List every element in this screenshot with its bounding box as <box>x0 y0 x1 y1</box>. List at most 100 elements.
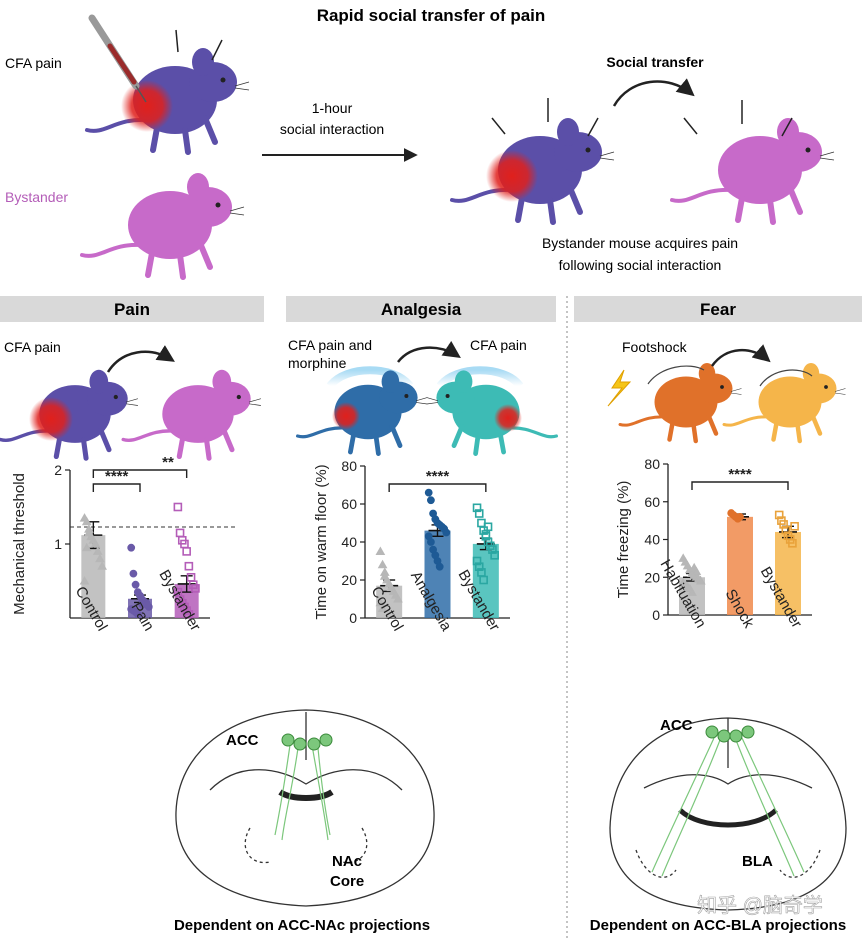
data-point <box>375 546 386 555</box>
pain-header: Pain <box>114 300 150 319</box>
acc-nac-projections <box>274 744 331 841</box>
interaction-label: social interaction <box>280 121 384 137</box>
data-point <box>81 516 92 526</box>
y-axis-label: Time freezing (%) <box>615 481 632 599</box>
fear-arrow <box>710 344 771 367</box>
data-point <box>474 509 484 518</box>
shock-mouse <box>620 363 742 441</box>
data-point <box>182 547 191 556</box>
brain-right-caption: Dependent on ACC-BLA projections <box>590 917 846 934</box>
fear-bystander-mouse <box>724 363 846 441</box>
cfa-mouse-interaction <box>452 118 614 222</box>
corpus-callosum-right <box>643 774 813 789</box>
brain-left-acc-label: ACC <box>226 732 259 749</box>
data-point <box>483 522 493 532</box>
pain-header-bg <box>0 296 264 322</box>
bystander-label: Bystander <box>5 189 68 205</box>
data-point <box>175 528 185 538</box>
data-point <box>184 561 194 571</box>
data-point <box>442 528 451 537</box>
pain-panel-cfa-mouse <box>0 370 138 458</box>
brain-acc-nac <box>175 709 435 907</box>
acc-bla-projections <box>651 737 805 877</box>
significance-bracket <box>92 469 188 478</box>
pain-panel-arrow <box>106 345 175 373</box>
data-point <box>774 510 784 520</box>
data-point <box>377 559 388 569</box>
analgesia-bystander-mouse <box>427 370 557 453</box>
data-point <box>427 538 435 546</box>
data-point <box>92 546 103 555</box>
footshock-label: Footshock <box>622 339 688 355</box>
data-point <box>173 502 183 512</box>
corpus-callosum-left <box>209 769 403 791</box>
significance-label: **** <box>426 468 450 485</box>
interaction-duration: 1-hour <box>312 100 353 116</box>
y-axis-label: Mechanical threshold <box>11 473 28 615</box>
data-point <box>133 610 142 619</box>
data-point <box>479 575 488 585</box>
data-point <box>136 591 144 600</box>
fear-header: Fear <box>700 300 736 319</box>
y-tick-label: 80 <box>644 456 660 472</box>
analgesia-header-bg <box>286 296 556 322</box>
data-point <box>472 556 482 566</box>
acc-neurons-left <box>281 733 333 751</box>
brain-outline-left <box>175 709 435 907</box>
top-schematic: CFA pain Bystander 1-hour social interac… <box>5 14 834 277</box>
brain-left-core-label: Core <box>330 873 364 890</box>
shock-motion-lines <box>647 365 705 385</box>
data-point <box>90 538 101 548</box>
y-tick-label: 1 <box>54 536 62 552</box>
acc-neurons-right <box>705 725 755 743</box>
data-point <box>790 521 799 531</box>
data-point <box>736 512 744 521</box>
y-tick-label: 2 <box>54 462 62 478</box>
cfa-mouse-illustration <box>87 48 249 152</box>
transfer-pain-ticks-icon <box>491 98 793 137</box>
significance-bracket <box>691 481 789 490</box>
bar-bystander <box>472 543 499 618</box>
pain-panel-bystander-mouse <box>123 370 261 458</box>
bar-shock <box>727 516 753 615</box>
y-tick-label: 80 <box>341 458 357 474</box>
figure-title: Rapid social transfer of pain <box>317 6 546 25</box>
brain-acc-bla <box>609 717 847 911</box>
y-tick-label: 0 <box>349 610 357 626</box>
transfer-caption-line1: Bystander mouse acquires pain <box>542 235 738 251</box>
y-axis-label: Time on warm floor (%) <box>313 464 330 619</box>
analgesia-right-label: CFA pain <box>470 337 527 353</box>
significance-label: **** <box>728 466 752 483</box>
data-point <box>186 572 196 582</box>
data-point <box>488 545 497 554</box>
data-point <box>779 520 788 529</box>
data-point <box>474 562 484 572</box>
bystander-mouse-illustration <box>82 173 244 277</box>
analgesia-right-glow <box>436 366 524 389</box>
analgesia-left-label-2: morphine <box>288 355 347 371</box>
pain-panel-cfa-label: CFA pain <box>4 339 61 355</box>
data-point <box>781 525 791 535</box>
callosum-body-left <box>278 789 334 801</box>
y-tick-label: 40 <box>341 534 357 550</box>
data-point <box>379 571 390 580</box>
data-point <box>79 575 90 585</box>
data-point <box>84 527 94 537</box>
data-point <box>377 603 388 612</box>
y-tick-label: 60 <box>644 494 660 510</box>
cfa-pain-label: CFA pain <box>5 55 62 71</box>
bystander-motion-lines <box>759 369 813 387</box>
data-point <box>788 538 797 548</box>
transfer-caption-line2: following social interaction <box>559 257 722 273</box>
analgesia-left-glow <box>326 366 414 389</box>
data-point <box>95 553 105 563</box>
significance-bracket <box>388 483 487 492</box>
hippocampus-right <box>678 808 778 828</box>
pain-ticks-icon <box>175 29 223 61</box>
data-point <box>427 496 435 505</box>
y-tick-label: 20 <box>644 569 660 585</box>
fear-header-bg <box>574 296 862 322</box>
